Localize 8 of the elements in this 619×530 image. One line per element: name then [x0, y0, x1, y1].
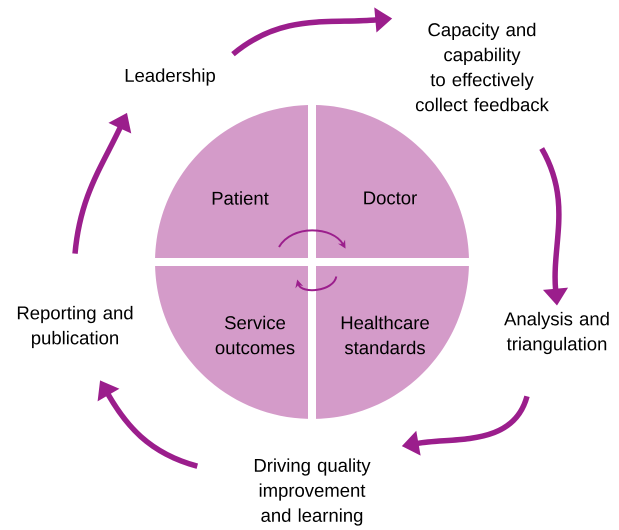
arrow — [295, 276, 338, 292]
step-label: Driving quality improvement and learning — [254, 458, 371, 526]
quadrant: Patient — [155, 105, 308, 258]
step-label: Leadership — [126, 68, 215, 86]
step-label: Reporting and publication — [18, 306, 132, 348]
quadrant: Service outcomes — [155, 266, 308, 419]
step-label: Analysis and triangulation — [504, 312, 609, 354]
quadrant: Healthcare standards — [316, 266, 469, 419]
